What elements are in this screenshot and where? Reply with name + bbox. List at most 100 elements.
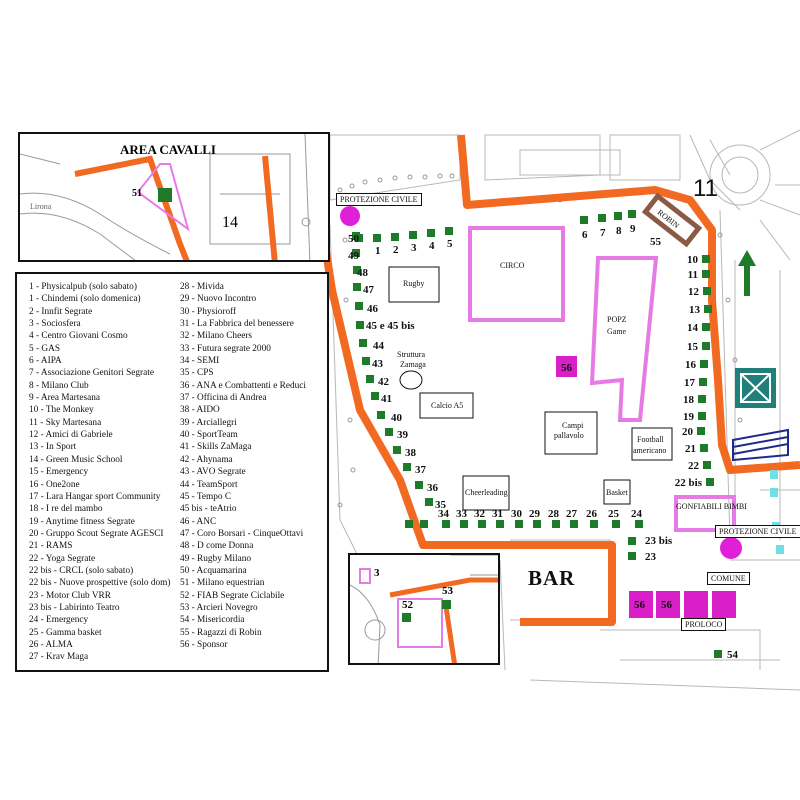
stall-marker	[393, 446, 401, 454]
stall-number: 46	[367, 303, 379, 315]
popz-label-1: POPZ	[607, 315, 627, 324]
stall-marker	[420, 520, 428, 528]
legend-entry: 5 - GAS	[29, 343, 60, 354]
legend-entry: 35 - CPS	[180, 368, 214, 379]
stall-number: 13	[689, 304, 701, 316]
stall-number: 7	[600, 227, 606, 239]
stall-number: 14	[687, 322, 699, 334]
basket-label: Basket	[606, 488, 629, 497]
stall-number: 41	[381, 393, 392, 405]
stall-number: 34	[438, 508, 450, 520]
calcio-label: Calcio A5	[431, 401, 463, 410]
north-arrow-icon	[738, 250, 756, 296]
area-cavalli-number: 14	[222, 214, 238, 231]
stall-marker	[356, 321, 364, 329]
sponsor-block-2	[656, 591, 680, 618]
basket-box	[603, 479, 631, 505]
stall-marker	[371, 392, 379, 400]
legend-entry: 18 - I re del mambo	[29, 504, 103, 515]
stall-marker	[697, 427, 705, 435]
stall-marker	[614, 212, 622, 220]
stall-marker	[628, 210, 636, 218]
stall-marker	[460, 520, 468, 528]
legend-entry: 30 - Physioroff	[180, 306, 237, 317]
campi-box	[544, 411, 598, 455]
stall-marker	[425, 498, 433, 506]
legend-entry: 29 - Nuovo Incontro	[180, 294, 257, 305]
stall-number: 12	[688, 286, 700, 298]
legend-entry: 51 - Milano equestrian	[180, 578, 265, 589]
stall-marker	[405, 520, 413, 528]
legend-entry: 6 - AIPA	[29, 356, 62, 367]
stall-number: 38	[405, 447, 417, 459]
cyan-markers	[770, 470, 784, 554]
bar-stall-3: 3	[374, 567, 380, 579]
legend-entry: 19 - Anytime fitness Segrate	[29, 516, 135, 527]
stall-marker	[700, 360, 708, 368]
area-cavalli-inset: AREA CAVALLI 14 51 Lirona	[18, 132, 330, 262]
struttura-label-1: Struttura	[397, 350, 425, 359]
stall-number: 28	[548, 508, 560, 520]
stall-number: 37	[415, 464, 427, 476]
stall-marker	[352, 232, 360, 240]
stall-marker	[628, 537, 636, 545]
football-box	[631, 427, 673, 461]
stall-marker	[391, 233, 399, 241]
legend-entry: 22 bis - Nuove prospettive (solo dom)	[29, 578, 171, 589]
struttura-label-2: Zamaga	[400, 360, 426, 369]
legend-entry: 43 - AVO Segrate	[180, 467, 246, 478]
legend-entry: 10 - The Monkey	[29, 405, 94, 416]
stall-marker	[703, 461, 711, 469]
stalls-layer	[352, 210, 722, 658]
legend-entry: 54 - Misericordia	[180, 615, 245, 626]
stall-marker	[714, 650, 722, 658]
stall-number: 5	[447, 238, 453, 250]
stall-marker	[704, 305, 712, 313]
stall-number: 50	[348, 233, 360, 245]
legend-entry: 39 - Arciallegri	[180, 417, 237, 428]
stall-number: 22	[688, 460, 700, 472]
stall-number: 8	[616, 225, 622, 237]
bar-area-inset: 52 53 3	[348, 553, 500, 665]
stall-marker	[702, 255, 710, 263]
legend-entry: 31 - La Fabbrica del benessere	[180, 319, 294, 330]
calcio-box	[419, 392, 474, 419]
legend-entry: 53 - Arcieri Novegro	[180, 602, 258, 613]
stall-number: 30	[511, 508, 523, 520]
legend-entry: 42 - Ahynama	[180, 454, 233, 465]
stall-number: 17	[684, 377, 696, 389]
stall-marker	[699, 378, 707, 386]
bar-area-map	[350, 555, 498, 663]
comune-label: COMUNE	[707, 572, 750, 585]
proloco-label: PROLOCO	[681, 618, 727, 631]
stall-number: 2	[393, 244, 399, 256]
legend-entry: 15 - Emergency	[29, 467, 89, 478]
stall-number: 36	[427, 482, 439, 494]
stall-marker	[445, 227, 453, 235]
football-label-2: americano	[633, 446, 666, 455]
gonfiabili-area	[674, 495, 736, 532]
stall-number: 32	[474, 508, 486, 520]
stall-number: 15	[687, 341, 699, 353]
bar-stall-53: 53	[442, 585, 453, 597]
stall-marker	[366, 375, 374, 383]
legend-entry: 45 bis - teAtrio	[180, 504, 237, 515]
legend-entry: 1 - Chindemi (solo domenica)	[29, 294, 141, 305]
legend-entry: 55 - Ragazzi di Robin	[180, 627, 262, 638]
area-cavalli-stall-number: 51	[132, 188, 142, 199]
legend-entry: 36 - ANA e Combattenti e Reduci	[180, 380, 307, 391]
stall-number: 43	[372, 358, 384, 370]
stall-marker	[352, 249, 360, 257]
legend-entry: 34 - SEMI	[180, 356, 220, 367]
stall-number: 25	[608, 508, 620, 520]
stall-marker	[355, 302, 363, 310]
stall-number: 11	[688, 269, 698, 281]
stall-number: 19	[683, 411, 695, 423]
popz-area	[589, 256, 659, 422]
stall-number: 44	[373, 340, 385, 352]
stall-number: 42	[378, 376, 390, 388]
protezione-civile-label-1: PROTEZIONE CIVILE	[336, 193, 422, 206]
stall-marker	[427, 229, 435, 237]
stall-marker	[409, 231, 417, 239]
